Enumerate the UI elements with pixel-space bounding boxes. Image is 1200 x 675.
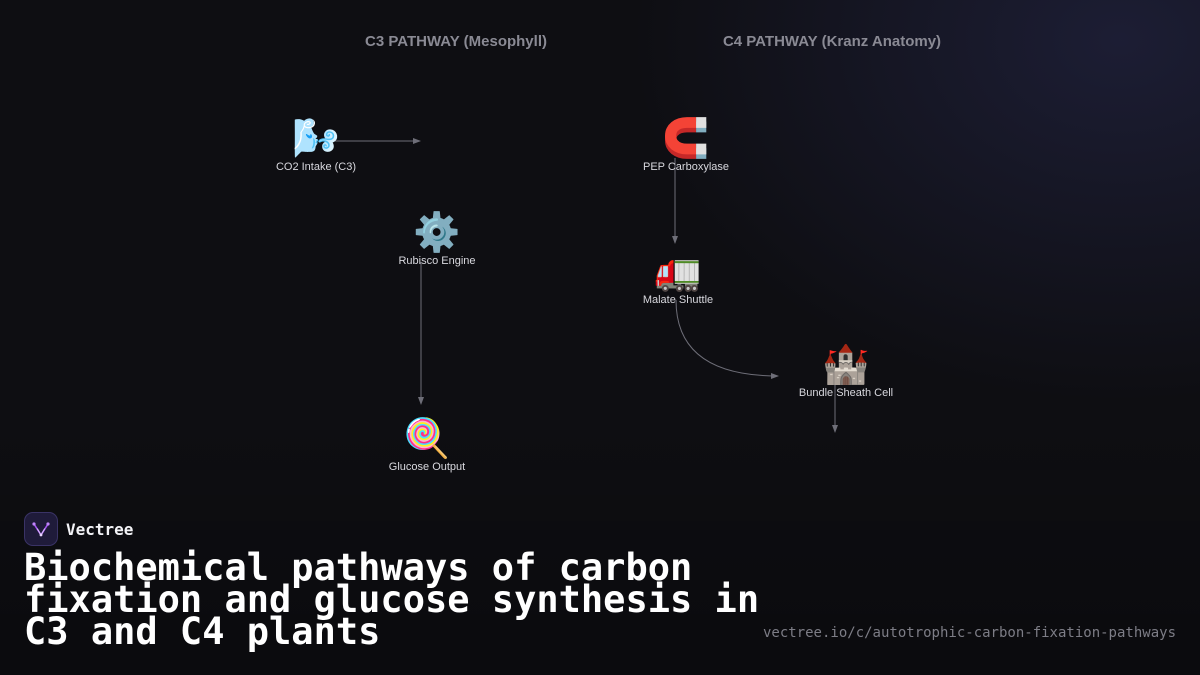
magnet-icon: 🧲	[662, 116, 710, 160]
vectree-logo-icon	[24, 512, 58, 546]
node-malate-shuttle[interactable]: 🚛 Malate Shuttle	[643, 250, 713, 306]
node-label: Bundle Sheath Cell	[798, 387, 894, 399]
node-rubisco-engine[interactable]: ⚙️ Rubisco Engine	[398, 211, 475, 267]
node-pep-carboxylase[interactable]: 🧲 PEP Carboxylase	[643, 117, 729, 173]
node-label: CO2 Intake (C3)	[275, 161, 357, 173]
node-co2-intake[interactable]: 🌬️ CO2 Intake (C3)	[276, 117, 356, 173]
edge-malate-to-bundle-sheath	[675, 299, 779, 379]
wind-icon: 🌬️	[292, 116, 340, 160]
source-url[interactable]: vectree.io/c/autotrophic-carbon-fixation…	[762, 625, 1176, 641]
gear-icon: ⚙️	[413, 210, 461, 254]
castle-icon: 🏰	[822, 342, 870, 386]
truck-icon: 🚛	[654, 249, 702, 293]
brand-name: Vectree	[66, 519, 134, 539]
node-label: Malate Shuttle	[642, 294, 714, 306]
lollipop-icon: 🍭	[403, 416, 451, 460]
node-label: Rubisco Engine	[398, 255, 476, 267]
node-label: Glucose Output	[388, 461, 466, 473]
brand[interactable]: Vectree	[24, 512, 133, 546]
page-title: Biochemical pathways of carbon fixation …	[24, 546, 760, 653]
node-bundle-sheath-cell[interactable]: 🏰 Bundle Sheath Cell	[799, 343, 893, 399]
c4-column-title: C4 PATHWAY (Kranz Anatomy)	[722, 33, 942, 50]
c3-column-title: C3 PATHWAY (Mesophyll)	[365, 33, 547, 50]
node-label: PEP Carboxylase	[642, 161, 730, 173]
node-glucose-output[interactable]: 🍭 Glucose Output	[389, 417, 465, 473]
